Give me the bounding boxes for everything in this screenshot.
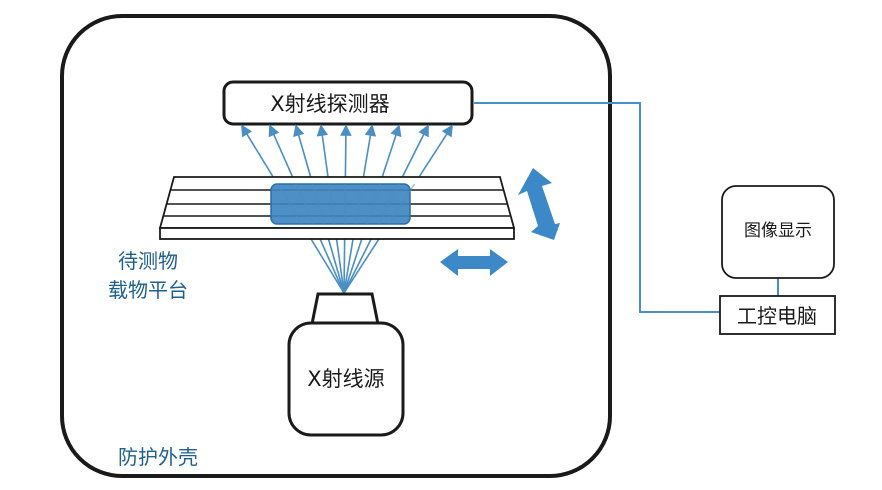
source-nozzle — [310, 292, 380, 326]
stage-base — [159, 227, 515, 240]
x-ray-beam-arrowhead — [390, 124, 402, 138]
x-ray-beam-through-sample — [276, 183, 303, 225]
x-ray-beam-arrowhead — [268, 124, 280, 138]
x-ray-beam-through-sample — [311, 183, 325, 225]
computer-label: 工控电脑 — [737, 304, 817, 328]
source-body — [287, 321, 405, 437]
source-label: X射线源 — [307, 367, 384, 391]
detector-box — [222, 80, 474, 126]
x-ray-beam-arrowhead — [340, 124, 352, 136]
x-ray-beam-through-sample — [354, 183, 363, 225]
signal-cable — [474, 102, 720, 313]
x-ray-beam-through-sample — [328, 183, 336, 225]
x-ray-beam-through-sample — [388, 183, 416, 225]
x-ray-beam-through-sample — [366, 183, 381, 225]
stage-label: 载物平台 — [108, 278, 188, 302]
sample-object — [270, 183, 411, 225]
sample-label: 待测物 — [118, 249, 178, 273]
x-ray-beams — [241, 124, 453, 294]
x-ray-beam-through-sample — [295, 183, 315, 225]
x-ray-beam-arrowhead — [293, 124, 305, 138]
detector-label: X射线探测器 — [270, 92, 389, 116]
x-ray-beam-arrowhead — [364, 124, 377, 137]
x-ray-beam-through-sample — [378, 183, 400, 225]
image-display — [721, 185, 835, 279]
x-ray-beams-front — [276, 183, 416, 225]
x-ray-source: X射线源 — [287, 292, 405, 437]
x-ray-beam-arrowhead — [418, 124, 429, 138]
x-ray-beam-arrowhead — [241, 124, 253, 138]
display-label: 图像显示 — [744, 221, 812, 241]
sample-stage — [158, 176, 516, 240]
protective-housing — [60, 14, 612, 478]
housing-label: 防护外壳 — [118, 445, 198, 469]
industrial-computer — [719, 295, 836, 335]
horizontal-move-arrow — [440, 249, 508, 276]
x-ray-beam-arrowhead — [316, 124, 329, 137]
x-ray-beam-arrowhead — [441, 124, 453, 138]
vertical-move-arrow — [518, 168, 560, 240]
